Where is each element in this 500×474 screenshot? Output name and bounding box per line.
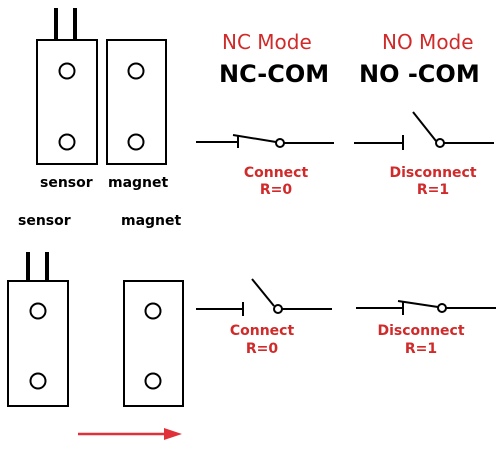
bottom-no-state-line1: Disconnect	[377, 323, 465, 339]
bottom-magnet-body	[123, 280, 184, 407]
magnet-label-top: magnet	[108, 175, 169, 191]
top-no-state-line2: R=1	[416, 182, 450, 198]
bottom-no-switch-symbol	[356, 300, 496, 315]
top-nc-switch-symbol	[196, 134, 334, 148]
top-no-state-line1: Disconnect	[389, 165, 477, 181]
bottom-no-state-line2: R=1	[404, 341, 438, 357]
top-nc-state-line1: Connect	[243, 165, 309, 181]
top-nc-state-line2: R=0	[259, 182, 293, 198]
top-sensor-body	[36, 8, 98, 165]
bottom-nc-state-line2: R=0	[245, 341, 279, 357]
nc-mode-title: NC Mode	[222, 30, 312, 54]
no-mode-title: NO Mode	[382, 30, 474, 54]
magnet-label-bottom: magnet	[121, 213, 182, 229]
bottom-sensor-body	[7, 252, 69, 407]
top-no-switch-symbol	[354, 111, 494, 150]
top-magnet-body	[106, 39, 167, 165]
nc-com-heading: NC-COM	[219, 60, 330, 88]
sensor-label-top: sensor	[40, 175, 93, 191]
motion-arrow	[78, 428, 182, 440]
sensor-label-bottom: sensor	[18, 213, 71, 229]
no-com-heading: NO -COM	[359, 60, 480, 88]
bottom-nc-switch-symbol	[196, 278, 332, 316]
bottom-nc-state-line1: Connect	[229, 323, 295, 339]
